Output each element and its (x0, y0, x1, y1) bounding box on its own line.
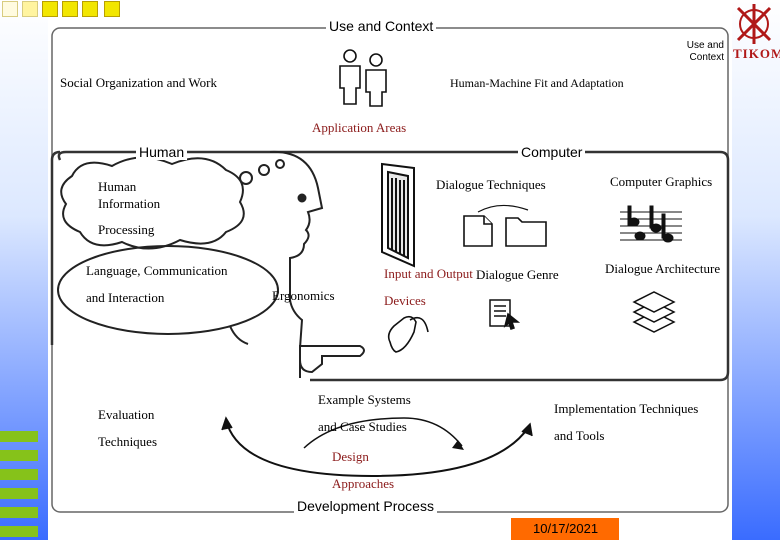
devices-label: Devices (384, 293, 426, 309)
design-label-1: Design (332, 449, 369, 465)
human-info-label-2: Information (98, 196, 160, 212)
example-systems-label-1: Example Systems (318, 392, 411, 408)
computer-graphics-label: Computer Graphics (610, 174, 712, 190)
date-footer: 10/17/2021 (511, 518, 619, 540)
implementation-label-1: Implementation Techniques (554, 401, 698, 417)
social-org-label: Social Organization and Work (60, 75, 217, 91)
evaluation-label-1: Evaluation (98, 407, 154, 423)
language-label-1: Language, Communication (86, 263, 228, 279)
application-areas-label: Application Areas (312, 120, 406, 136)
development-process-title: Development Process (294, 498, 437, 514)
document-icon (464, 216, 492, 246)
monitor-icon (382, 164, 414, 266)
folder-icon (506, 218, 546, 246)
human-machine-fit-label: Human-Machine Fit and Adaptation (450, 76, 624, 91)
corner-label: Use and Context (672, 40, 724, 64)
design-label-2: Approaches (332, 476, 394, 492)
dialogue-genre-label: Dialogue Genre (476, 267, 559, 283)
processing-label: Processing (98, 222, 154, 238)
input-output-label: Input and Output (384, 266, 473, 282)
language-label-2: and Interaction (86, 290, 164, 306)
dialogue-techniques-label: Dialogue Techniques (436, 177, 546, 193)
human-info-label-1: Human (98, 179, 136, 195)
evaluation-label-2: Techniques (98, 434, 157, 450)
implementation-label-2: and Tools (554, 428, 605, 444)
human-section-title: Human (136, 144, 187, 160)
example-systems-label-2: and Case Studies (318, 419, 407, 435)
computer-section-title: Computer (518, 144, 585, 160)
dialogue-architecture-label: Dialogue Architecture (605, 261, 720, 277)
logo-icon (738, 4, 770, 44)
ergonomics-label: Ergonomics (272, 288, 335, 304)
frame-title: Use and Context (326, 18, 436, 34)
logo-text: TIKOM (733, 46, 780, 62)
